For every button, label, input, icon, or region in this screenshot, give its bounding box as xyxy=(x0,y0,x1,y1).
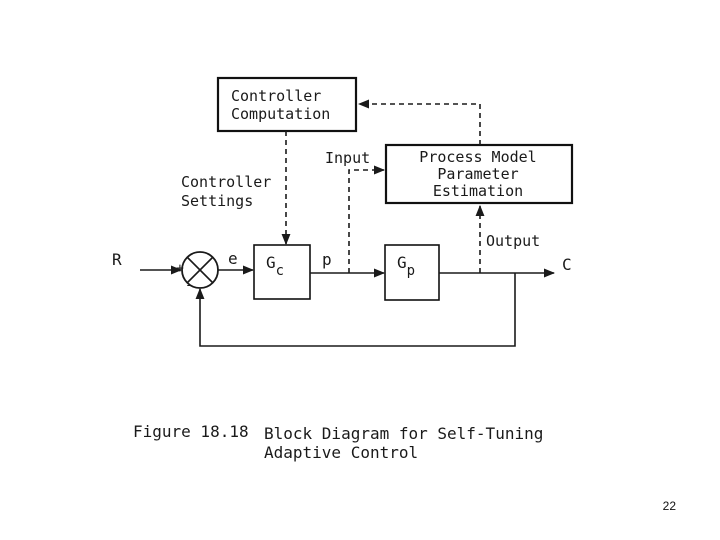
input-sampling-arrow xyxy=(348,165,386,273)
error-label: e xyxy=(228,249,238,268)
gp-label: Gp xyxy=(397,253,415,279)
adaptive-paths xyxy=(281,99,485,273)
main-signal-path xyxy=(140,265,556,347)
reference-label: R xyxy=(112,250,122,269)
feedback-loop xyxy=(195,273,516,347)
slide-page-number: 22 xyxy=(663,499,677,513)
minus-sign: - xyxy=(185,278,193,293)
output-label: Output xyxy=(486,232,540,250)
controller-computation-block: Controller Computation xyxy=(216,76,358,133)
summing-junction: + - xyxy=(176,251,219,293)
gp-block: Gp xyxy=(384,244,440,301)
figure-caption: Figure 18.18 Block Diagram for Self-Tuni… xyxy=(133,422,543,462)
gc-block: Gc xyxy=(253,244,311,300)
caption-line-2: Adaptive Control xyxy=(264,443,418,462)
parameter-estimation-label-2: Parameter xyxy=(437,165,518,183)
controller-settings-label-1: Controller xyxy=(181,173,271,191)
controlled-variable-label: C xyxy=(562,255,572,274)
controller-settings-label-2: Settings xyxy=(181,192,253,210)
parameter-estimation-label-1: Process Model xyxy=(419,148,536,166)
input-label: Input xyxy=(325,149,370,167)
controller-computation-label-1: Controller xyxy=(231,87,321,105)
gc-label: Gc xyxy=(266,253,284,279)
caption-line-1: Block Diagram for Self-Tuning xyxy=(264,424,543,443)
controller-computation-label-2: Computation xyxy=(231,105,330,123)
parameter-estimation-label-3: Estimation xyxy=(433,182,523,200)
plus-sign: + xyxy=(176,261,184,276)
figure-number: Figure 18.18 xyxy=(133,422,249,441)
parameter-estimation-block: Process Model Parameter Estimation xyxy=(384,143,574,205)
estimation-to-computation-arrow xyxy=(357,99,481,145)
manipulated-variable-label: p xyxy=(322,250,332,269)
